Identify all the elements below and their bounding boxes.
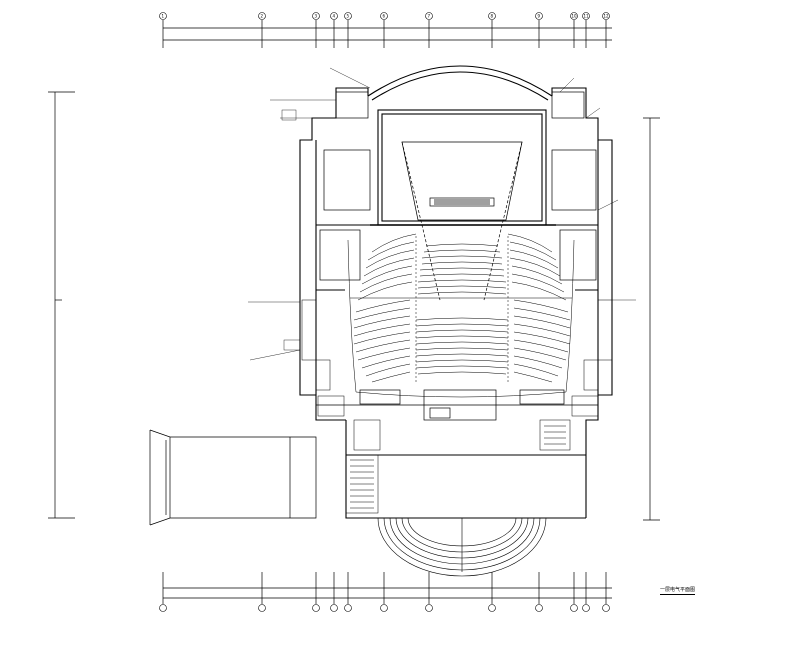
- service-rooms: [301, 299, 613, 417]
- axis-label: 3: [315, 14, 318, 19]
- axis-label: 11: [584, 14, 590, 19]
- axis-label: 9: [538, 14, 541, 19]
- bottom-dimension-lines: [162, 572, 612, 604]
- axis-label: 6: [383, 14, 386, 19]
- axis-label: 1: [162, 14, 165, 19]
- axis-label: 2: [261, 14, 264, 19]
- building-outline: [299, 65, 613, 519]
- top-dimension-lines: [162, 20, 612, 48]
- axis-label: 7: [428, 14, 431, 19]
- axis-label: 4: [333, 14, 336, 19]
- side-dimension-lines: [48, 91, 660, 521]
- west-wing: [149, 429, 317, 526]
- axis-label: 5: [347, 14, 350, 19]
- axis-label: 10: [572, 14, 578, 19]
- stage-area: [401, 141, 523, 301]
- auditorium-seating: [347, 233, 575, 398]
- axis-bubbles: [159, 12, 610, 612]
- axis-label: 8: [491, 14, 494, 19]
- axis-label: 12: [604, 14, 610, 19]
- drawing-title: 一层电气平面图: [660, 587, 696, 595]
- axis-numbers-top: 1 2 3 4 5 6 7 8 9 10 11 12: [162, 14, 610, 19]
- entrance-steps: [377, 517, 547, 577]
- annotation-leaders: [248, 67, 636, 361]
- rear-rooms: [316, 389, 598, 421]
- lobby-stairs: [345, 419, 571, 514]
- stage-side-rooms: [319, 91, 597, 281]
